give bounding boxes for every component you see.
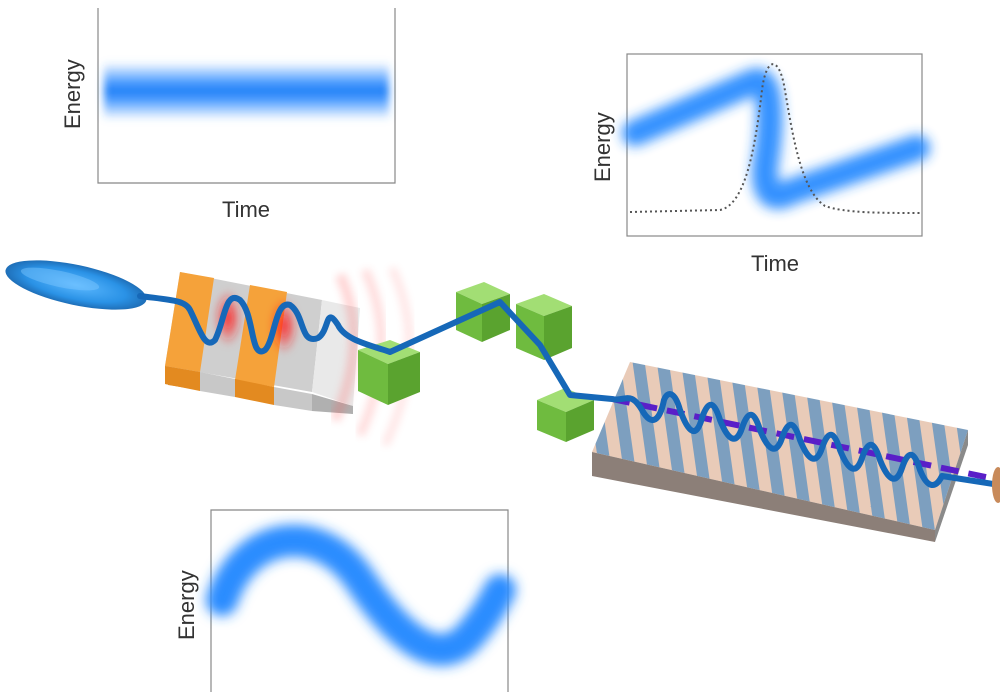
- laser-field-icon: [214, 266, 414, 447]
- panel-initial-ylabel: Energy: [60, 59, 85, 129]
- current-profile-dotted: [629, 63, 922, 214]
- panel-compressed: Energy Time: [590, 53, 930, 276]
- electron-bunch-icon: [5, 260, 147, 310]
- energy-band: [104, 62, 389, 120]
- panel-modulated: Energy: [174, 509, 516, 692]
- panel-initial-frame: [97, 8, 396, 184]
- chicane-magnet-icon: [537, 388, 594, 442]
- panel-initial-xlabel: Time: [222, 197, 270, 222]
- modulator-icon: [165, 272, 360, 414]
- panel-compressed-xlabel: Time: [751, 251, 799, 276]
- chirped-band: [622, 68, 930, 209]
- modulated-band: [206, 524, 516, 666]
- fel-radiation-icon: [611, 396, 1000, 483]
- panel-initial: Energy Time: [60, 8, 396, 222]
- panel-compressed-ylabel: Energy: [590, 112, 615, 182]
- electron-trajectory: [137, 293, 1000, 488]
- panel-modulated-ylabel: Energy: [174, 570, 199, 640]
- beam-dump-icon: [992, 467, 1000, 503]
